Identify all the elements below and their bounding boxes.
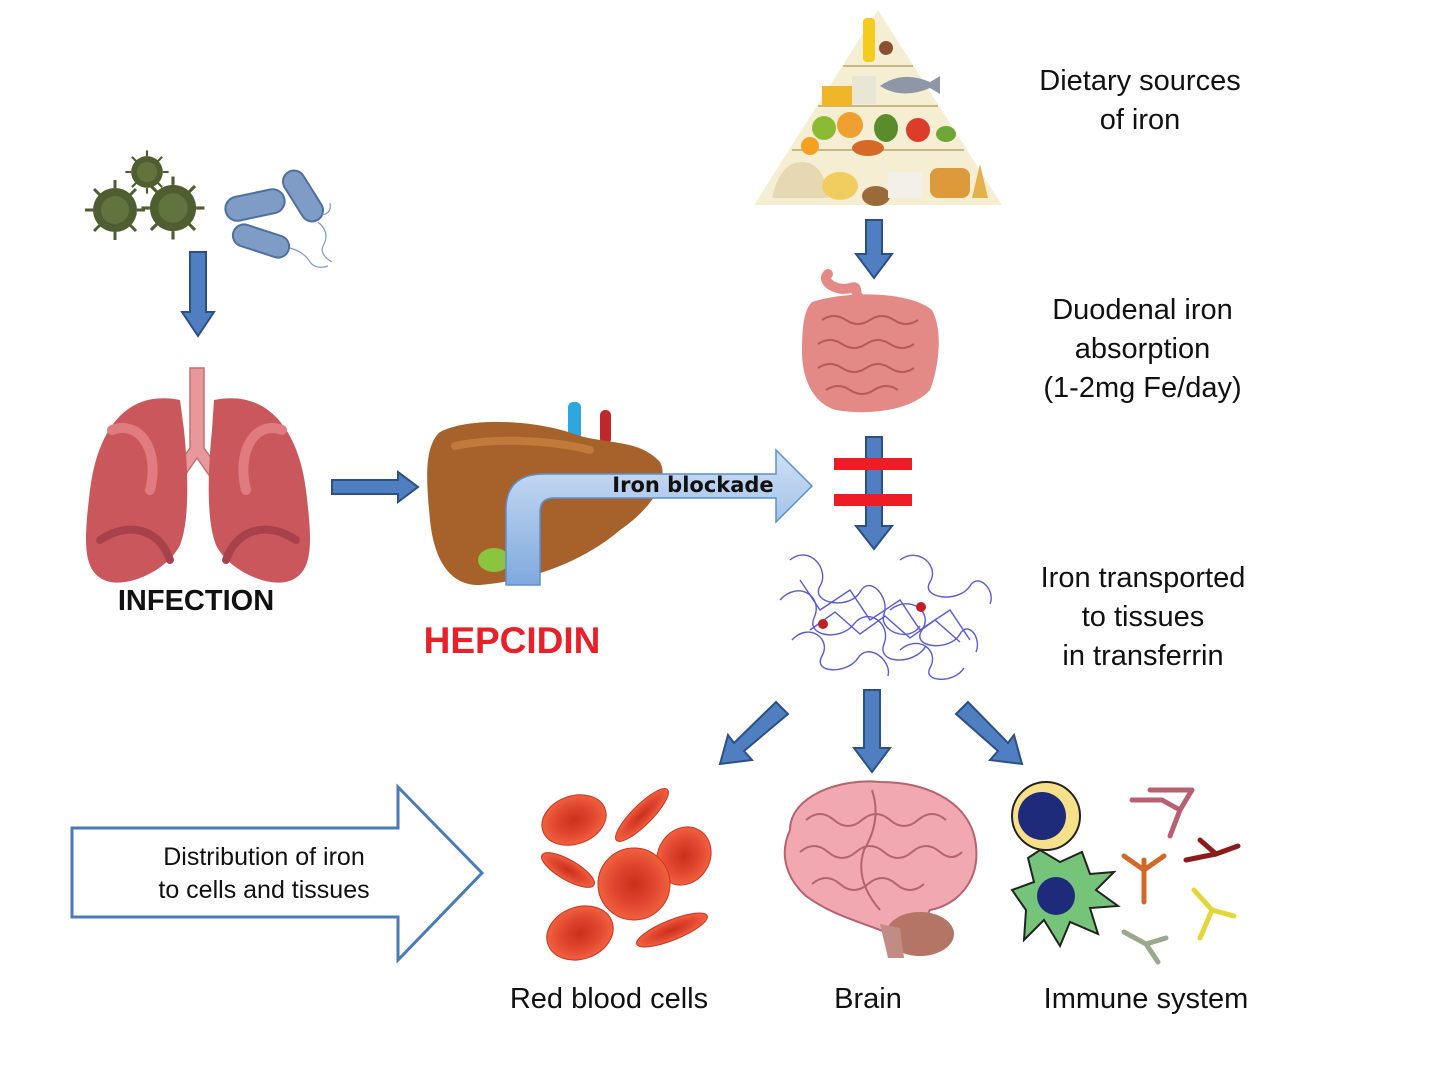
distribution-label: Distribution of iron to cells and tissue… — [158, 843, 370, 904]
arrow-pathogen-to-lungs — [180, 251, 216, 338]
virus-icon — [85, 150, 205, 240]
immune-cells-icon — [1010, 781, 1121, 949]
duodenal-absorption-label: Duodenal iron absorption (1-2mg Fe/day) — [1043, 294, 1242, 404]
hepcidin-label: HEPCIDIN — [423, 620, 601, 661]
liver-icon — [427, 402, 663, 586]
bacteria-icon — [224, 169, 333, 268]
lungs-icon — [85, 367, 311, 583]
infection-label: INFECTION — [117, 585, 275, 617]
arrow-intestine-to-transferrin — [853, 436, 895, 551]
arrow-to-brain — [852, 689, 892, 774]
distribution-arrow — [70, 783, 485, 964]
iron-blockade-label: Iron blockade — [612, 473, 774, 497]
brain-icon — [783, 780, 978, 958]
red-blood-cells-icon — [541, 788, 712, 961]
red-blood-cells-label: Red blood cells — [509, 983, 709, 1015]
iron-blockade-arrow — [505, 448, 814, 586]
brain-label: Brain — [834, 983, 902, 1015]
arrow-to-red-blood-cells — [718, 700, 790, 766]
dietary-sources-label: Dietary sources of iron — [1039, 65, 1241, 136]
immune-system-label: Immune system — [1043, 983, 1249, 1015]
arrow-food-to-intestine — [854, 219, 894, 280]
block-bars — [834, 458, 912, 506]
food-pyramid-icon — [754, 10, 1002, 206]
antibody-icon — [1121, 787, 1241, 965]
transferrin-label: Iron transported to tissues in transferr… — [1040, 562, 1246, 672]
transferrin-protein-icon — [779, 554, 992, 680]
arrow-to-immune-system — [954, 700, 1024, 766]
arrow-lungs-to-liver — [331, 470, 420, 504]
intestine-icon — [802, 269, 939, 413]
